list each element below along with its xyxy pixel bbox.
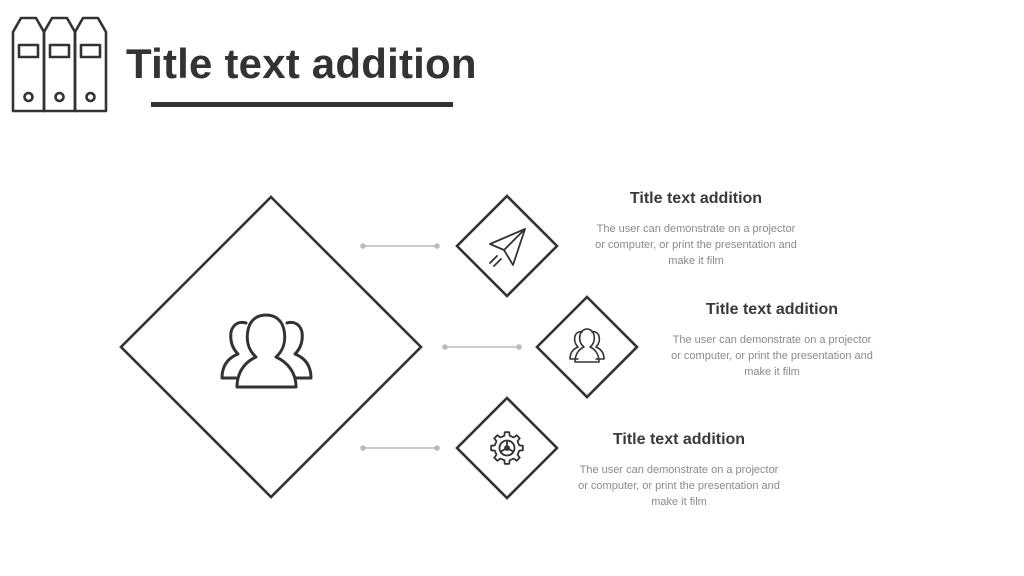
title-underline [151,102,453,107]
page-title: Title text addition [126,40,477,87]
connector-1 [360,243,440,249]
item-diamond-1 [455,194,559,298]
item-2-desc-line-1: The user can demonstrate on a projector [672,334,872,346]
hub-diamond [119,195,423,499]
paper-plane-icon [489,228,526,267]
item-2-desc-line-2: or computer, or print the presentation a… [671,350,873,362]
item-1-desc-line-3: make it film [668,255,724,267]
item-3-desc-line-2: or computer, or print the presentation a… [578,480,780,492]
item-2-description: The user can demonstrate on a projector … [652,332,892,380]
item-1-description: The user can demonstrate on a projector … [576,221,816,269]
item-1-desc-line-2: or computer, or print the presentation a… [595,239,797,251]
item-diamond-2 [535,295,639,399]
binders-icon [11,16,108,113]
item-3-desc-line-1: The user can demonstrate on a projector [579,464,779,476]
people-icon [569,328,605,363]
connector-2 [442,344,522,350]
item-diamond-3 [455,396,559,500]
item-2-desc-line-3: make it film [744,366,800,378]
gear-icon [490,431,524,465]
item-1-title: Title text addition [629,190,763,207]
item-3-description: The user can demonstrate on a projector … [559,462,799,510]
item-3-title: Title text addition [612,431,746,448]
item-2-title: Title text addition [705,301,839,318]
item-1-desc-line-1: The user can demonstrate on a projector [596,223,796,235]
item-3-desc-line-3: make it film [651,496,707,508]
connector-3 [360,445,440,451]
group-people-icon [220,313,313,389]
